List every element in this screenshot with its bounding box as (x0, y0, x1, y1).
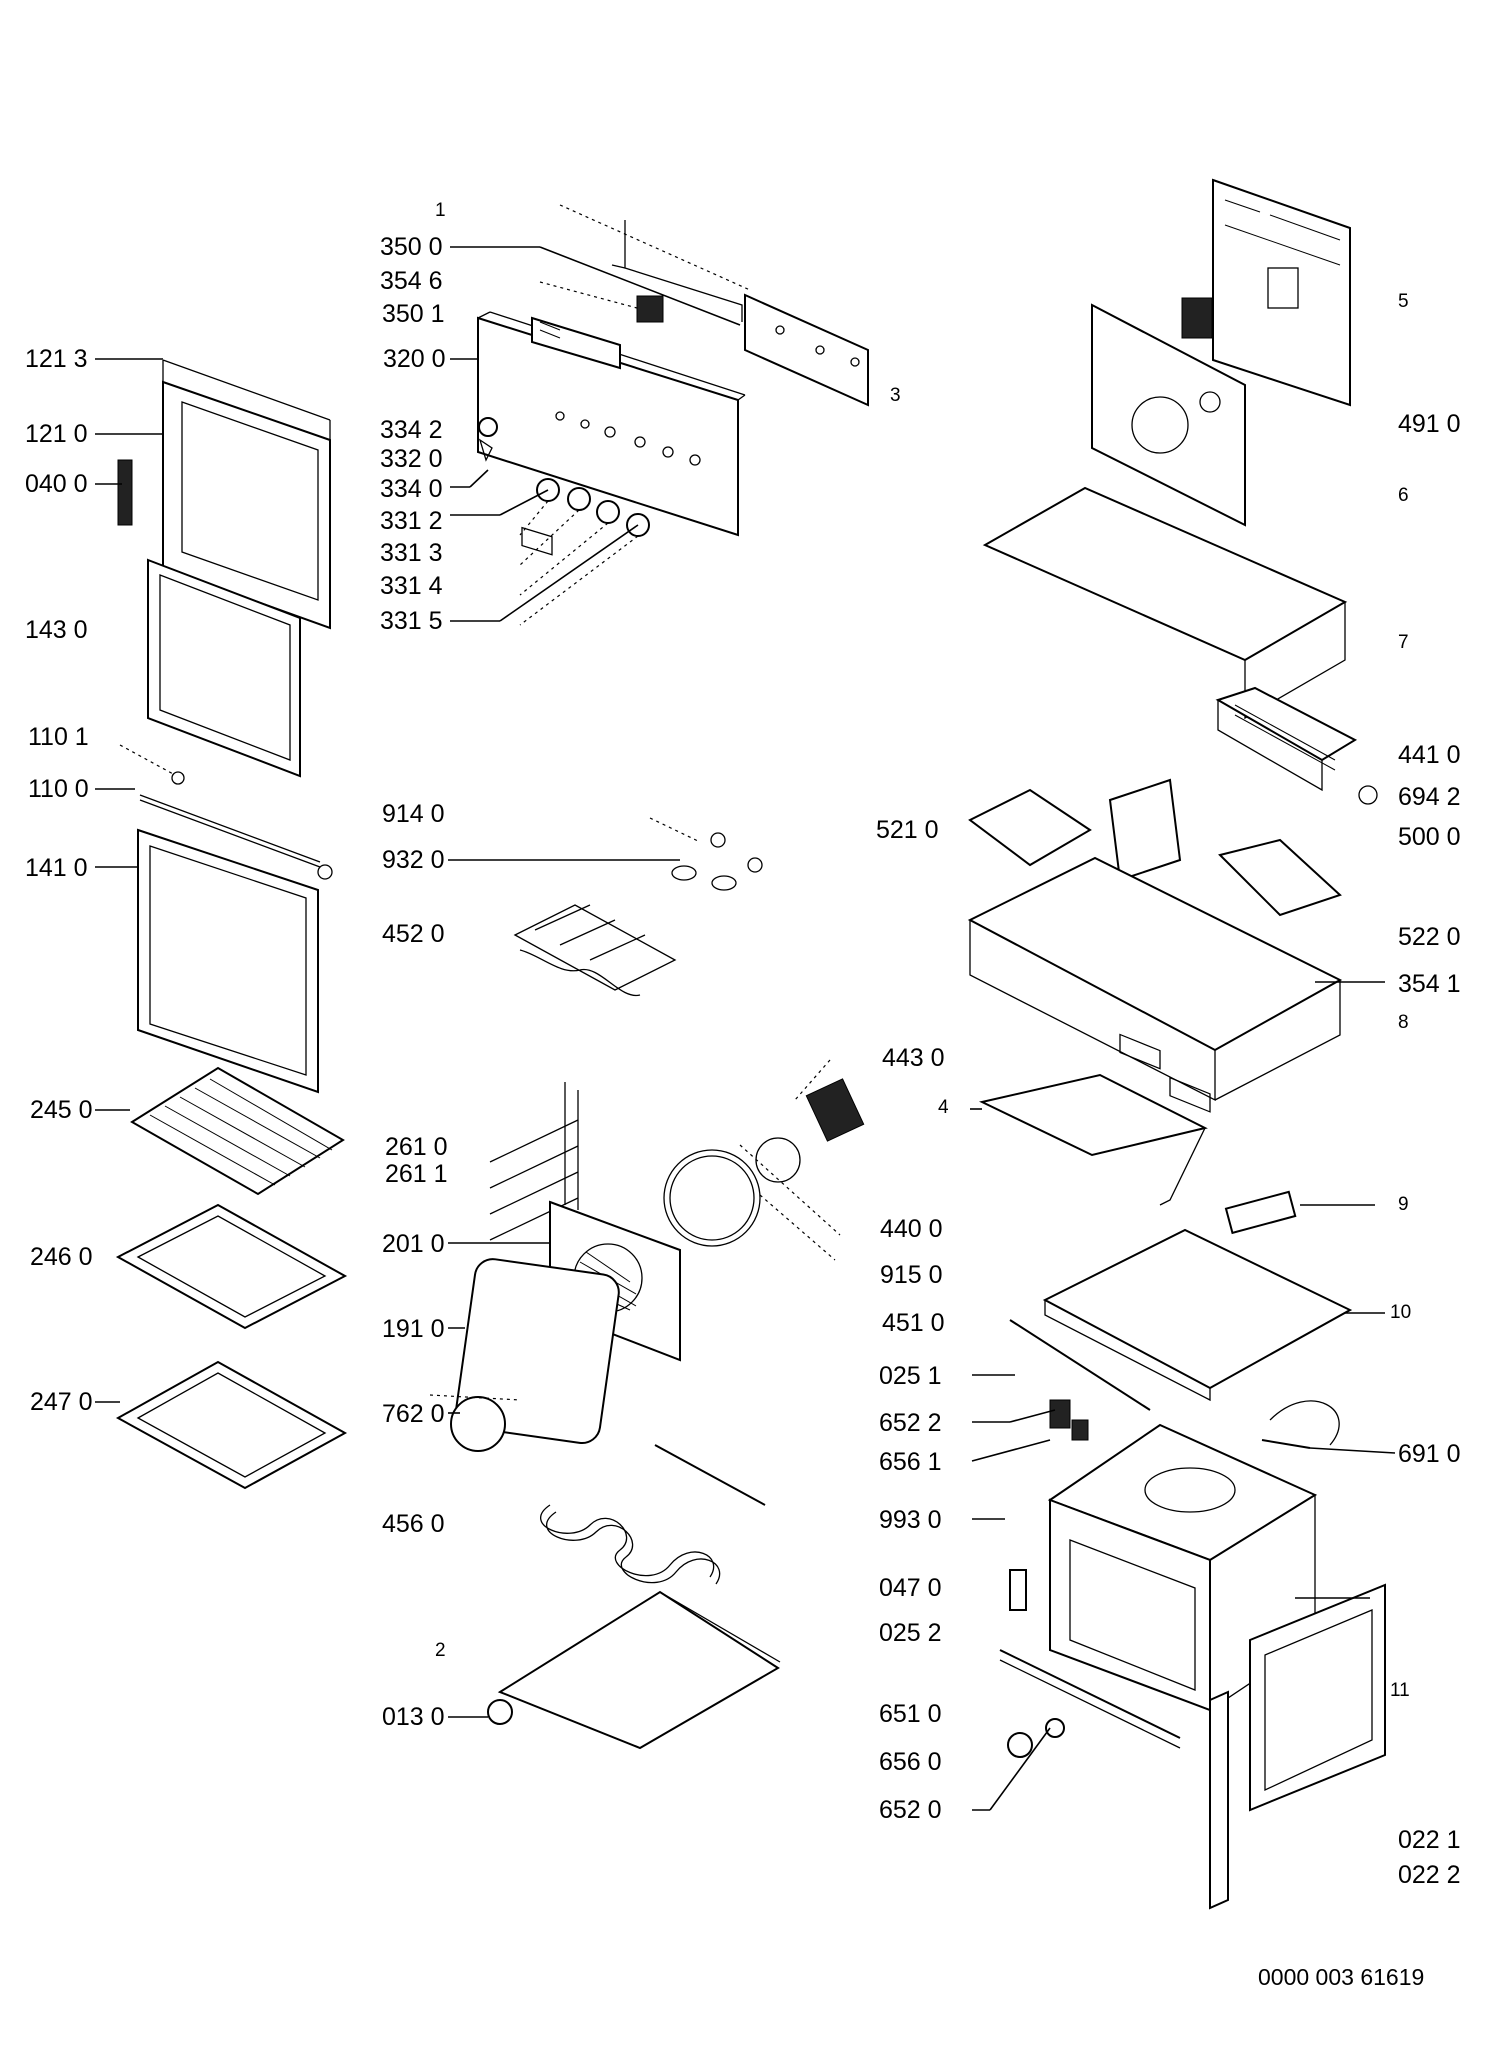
group-number: 1 (435, 200, 446, 221)
group-number: 6 (1398, 485, 1409, 506)
bottom-shelf-drawing (1009, 1228, 1353, 1411)
part-label: 334 2 (380, 416, 443, 444)
part-label: 334 0 (380, 475, 443, 503)
part-label: 332 0 (380, 445, 443, 473)
group-number: 2 (435, 1640, 446, 1661)
group-number: 5 (1398, 291, 1409, 312)
part-label: 932 0 (382, 846, 445, 874)
part-label: 354 1 (1398, 970, 1461, 998)
part-label: 762 0 (382, 1400, 445, 1428)
part-label: 491 0 (1398, 410, 1461, 438)
part-label: 656 0 (879, 1748, 942, 1776)
part-label: 331 3 (380, 539, 443, 567)
part-labels: 350 0 354 6 350 1 320 0 334 2 332 0 334 … (25, 233, 1461, 1889)
racks-drawing (115, 1066, 348, 1490)
liner-drawing (429, 1258, 620, 1452)
heating-element-drawing (540, 1444, 766, 1585)
group-number: 8 (1398, 1012, 1409, 1033)
part-label: 914 0 (382, 800, 445, 828)
part-label: 141 0 (25, 854, 88, 882)
part-label: 694 2 (1398, 783, 1461, 811)
part-label: 022 2 (1398, 1861, 1461, 1889)
grill-element-drawing (513, 817, 763, 997)
part-label: 121 3 (25, 345, 88, 373)
part-label: 443 0 (882, 1044, 945, 1072)
side-brace-drawing (978, 1073, 1297, 1235)
part-label: 440 0 (880, 1215, 943, 1243)
part-label: 025 1 (879, 1362, 942, 1390)
fan-motor-drawing (739, 1059, 865, 1261)
part-label: 025 2 (879, 1619, 942, 1647)
part-label: 201 0 (382, 1230, 445, 1258)
part-label: 121 0 (25, 420, 88, 448)
part-label: 331 2 (380, 507, 443, 535)
leader-lines (95, 246, 1396, 1811)
group-number: 10 (1390, 1302, 1411, 1323)
part-label: 691 0 (1398, 1440, 1461, 1468)
part-label: 451 0 (882, 1309, 945, 1337)
part-label: 441 0 (1398, 741, 1461, 769)
part-label: 331 5 (380, 607, 443, 635)
door-drawing (117, 359, 331, 778)
part-label: 915 0 (880, 1261, 943, 1289)
part-label: 350 0 (380, 233, 443, 261)
part-label: 013 0 (382, 1703, 445, 1731)
part-label: 354 6 (380, 267, 443, 295)
part-label: 456 0 (382, 1510, 445, 1538)
tangential-fan-drawing (1215, 686, 1378, 805)
part-label: 452 0 (382, 920, 445, 948)
group-number: 4 (938, 1097, 949, 1118)
part-label: 651 0 (879, 1700, 942, 1728)
group-numbers: 1 2 3 4 5 6 7 8 9 10 11 (435, 200, 1411, 1701)
part-label: 110 1 (28, 723, 89, 751)
part-label: 245 0 (30, 1096, 93, 1124)
part-label: 261 0 (385, 1133, 448, 1161)
knobs-drawing (478, 417, 650, 626)
part-label: 331 4 (380, 572, 443, 600)
part-label: 521 0 (876, 816, 939, 844)
part-label: 247 0 (30, 1388, 93, 1416)
bottom-plate-drawing (487, 1590, 781, 1750)
control-panel-drawing (477, 204, 869, 556)
part-label: 047 0 (879, 1574, 942, 1602)
part-label: 656 1 (879, 1448, 942, 1476)
part-label: 320 0 (383, 345, 446, 373)
top-plate-drawing (982, 486, 1348, 1113)
hinges-drawing (999, 1399, 1181, 1758)
oven-cavity-drawing (1047, 1400, 1340, 1712)
part-label: 500 0 (1398, 823, 1461, 851)
control-boards-drawing (967, 778, 1343, 1102)
inner-glass-drawing (119, 744, 333, 1094)
part-label: 040 0 (25, 470, 88, 498)
part-label: 350 1 (382, 300, 445, 328)
group-number: 7 (1398, 632, 1409, 653)
part-label: 261 1 (385, 1160, 448, 1188)
side-rails-drawing (489, 1082, 579, 1241)
part-label: 191 0 (382, 1315, 445, 1343)
group-number: 9 (1398, 1194, 1409, 1215)
part-label: 522 0 (1398, 923, 1461, 951)
part-label: 143 0 (25, 616, 88, 644)
part-label: 652 0 (879, 1796, 942, 1824)
part-label: 652 2 (879, 1409, 942, 1437)
side-panel-drawing (1209, 1583, 1386, 1910)
group-number: 3 (890, 385, 901, 406)
group-number: 11 (1390, 1680, 1410, 1701)
document-number: 0000 003 61619 (1258, 1964, 1424, 1990)
back-panel-drawing (1091, 178, 1351, 527)
part-label: 022 1 (1398, 1826, 1461, 1854)
part-label: 993 0 (879, 1506, 942, 1534)
part-label: 110 0 (28, 775, 89, 803)
part-label: 246 0 (30, 1243, 93, 1271)
